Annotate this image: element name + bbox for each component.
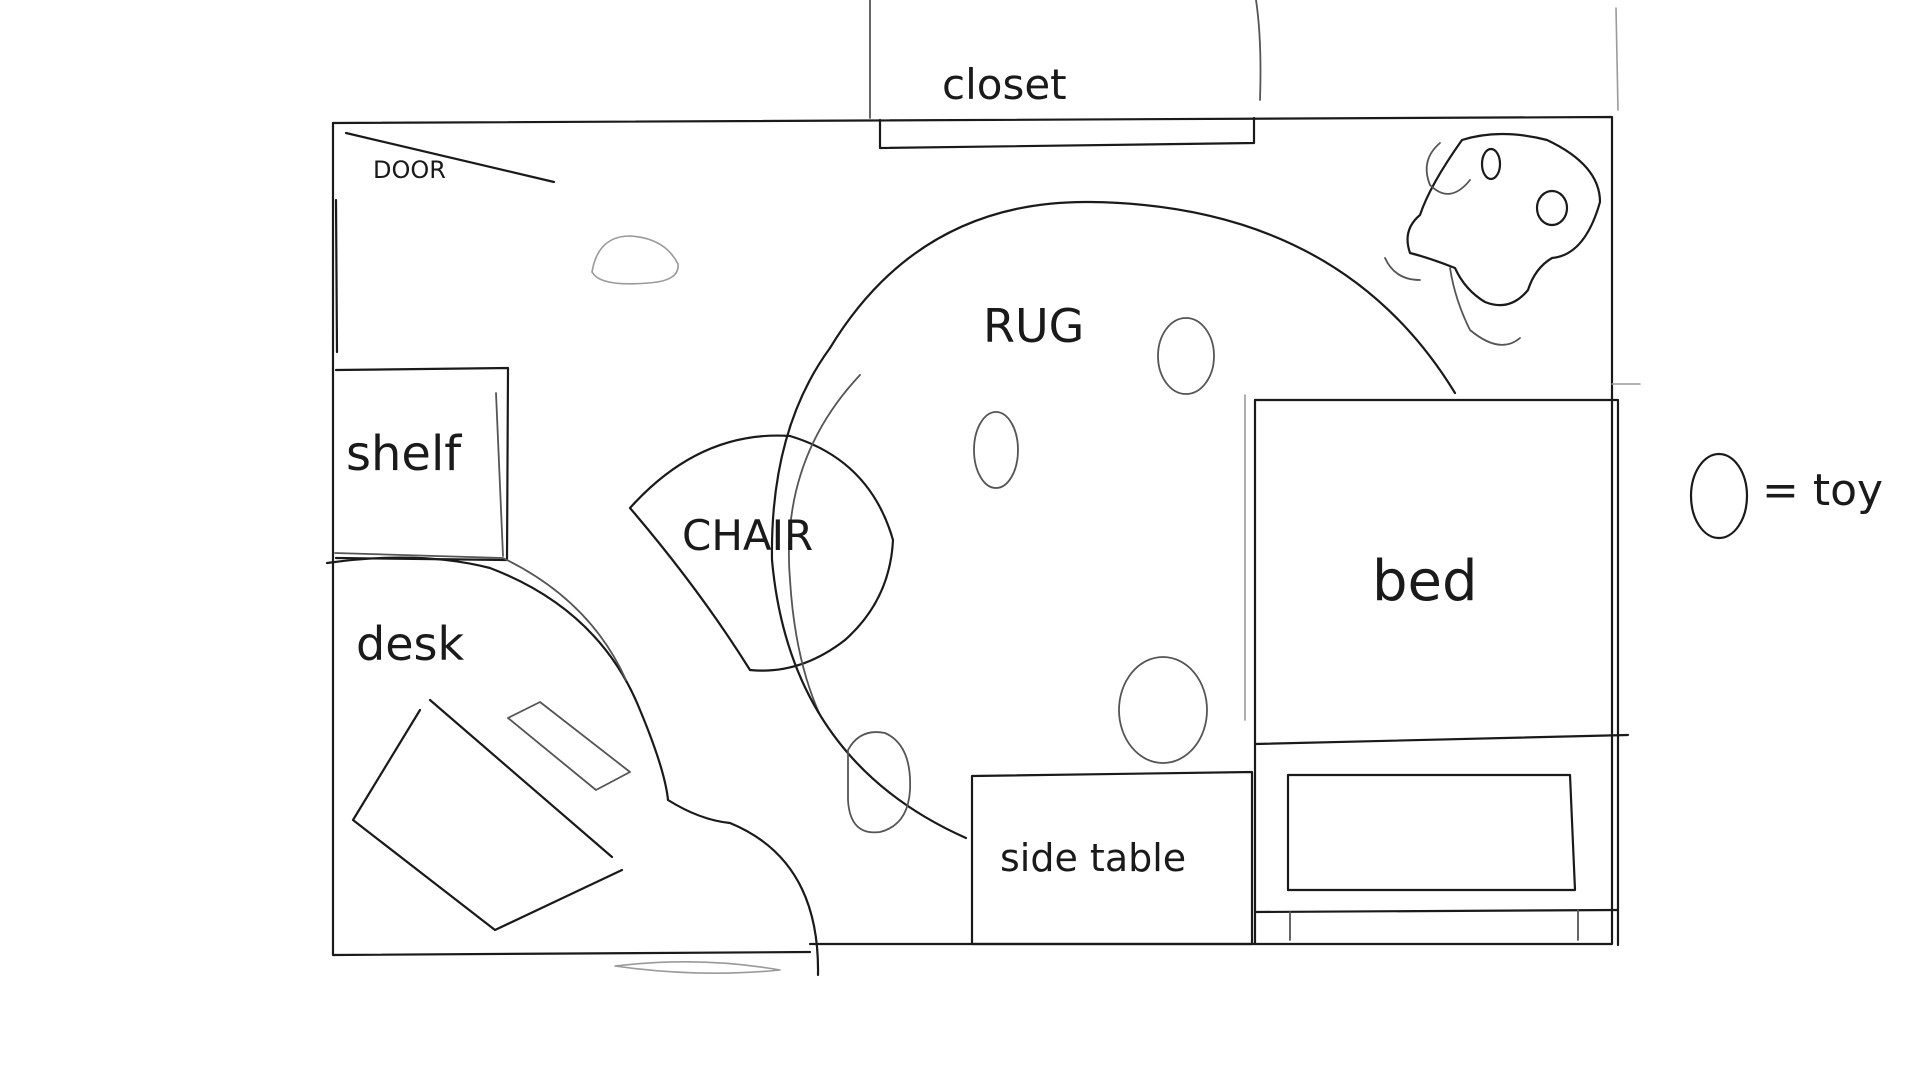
toy-oval-icon: [591, 235, 679, 285]
side-table-label: side table: [1000, 836, 1186, 880]
toy-oval-icon: [973, 411, 1019, 489]
rug: RUG: [770, 200, 1457, 840]
room-walls: [331, 7, 1641, 957]
rug-label: RUG: [983, 299, 1084, 353]
legend-text: = toy: [1762, 465, 1883, 516]
closet-label: closet: [942, 60, 1067, 109]
stuffed-toy-icon: [1384, 132, 1602, 346]
toy-oval-icon: [1118, 656, 1208, 764]
closet: closet: [869, 0, 1262, 150]
door-label: DOOR: [373, 156, 446, 184]
toy-oval-icon: [847, 731, 911, 834]
desk-label: desk: [356, 617, 464, 671]
chair-label: CHAIR: [682, 511, 813, 560]
toy-oval-icon: [1157, 317, 1215, 395]
shelf: shelf: [334, 366, 510, 562]
shelf-label: shelf: [346, 426, 462, 482]
chair: CHAIR: [628, 374, 895, 716]
bed-label: bed: [1372, 549, 1478, 614]
side-table: side table: [970, 770, 1254, 946]
legend: = toy: [1689, 452, 1883, 540]
bed: bed: [1244, 394, 1630, 947]
door: DOOR: [334, 131, 556, 354]
desk: desk: [325, 552, 820, 977]
legend-toy-symbol: [1689, 452, 1749, 540]
